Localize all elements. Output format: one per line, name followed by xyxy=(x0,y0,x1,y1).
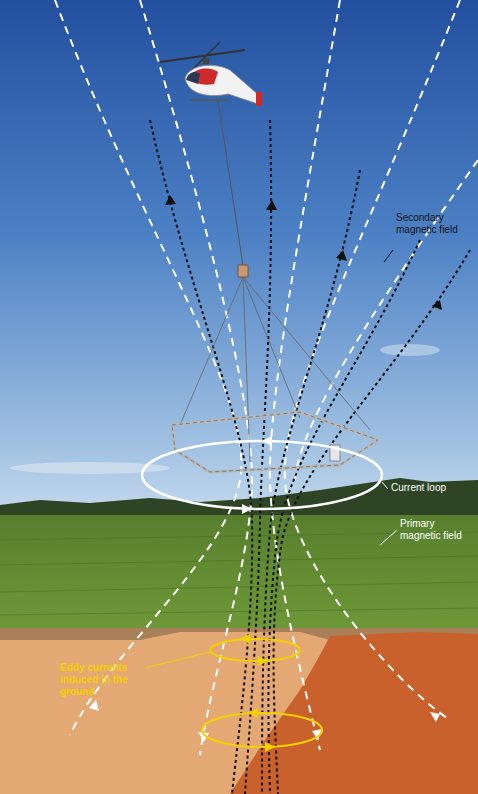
callout-label: Current loop xyxy=(391,482,471,494)
callout-label: Secondary magnetic field xyxy=(396,212,466,236)
callout-label: Eddy currents induced in the ground xyxy=(60,662,144,698)
leader-line xyxy=(145,652,210,668)
leader-line xyxy=(380,530,397,545)
callout-label: Primary magnetic field xyxy=(400,518,470,542)
leader-line xyxy=(384,250,393,262)
leader-line xyxy=(382,482,388,489)
